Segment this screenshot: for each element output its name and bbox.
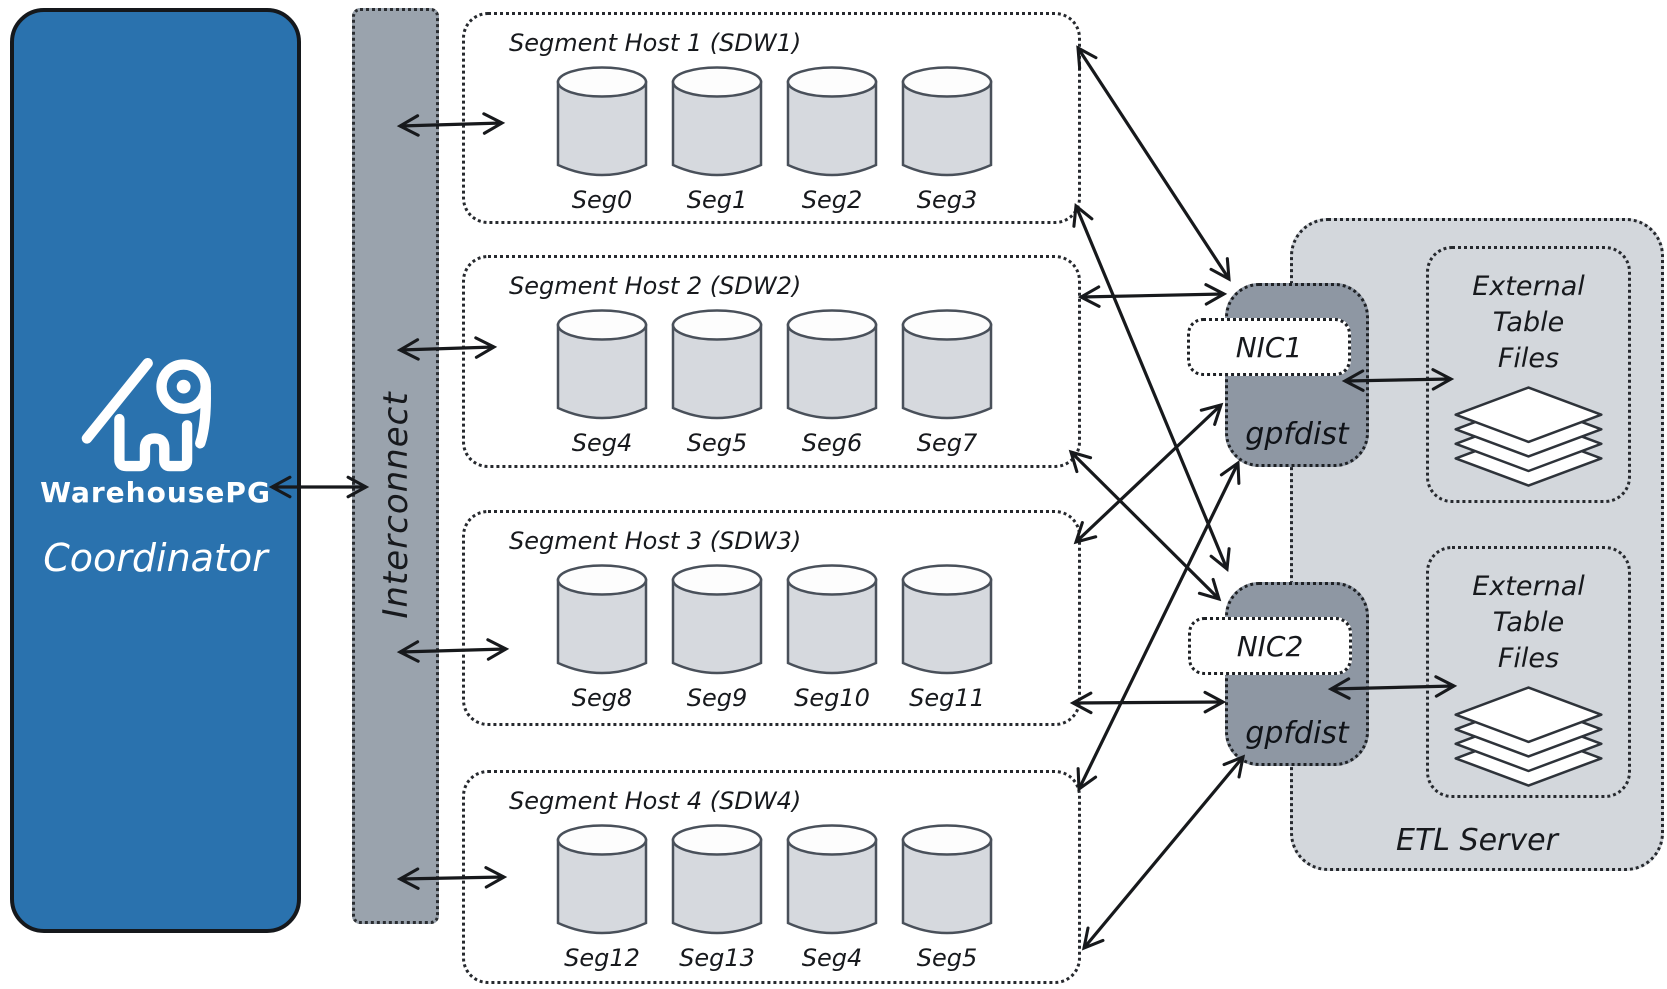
arrow-sdw1-nic2	[1072, 203, 1231, 572]
database-cylinder-icon	[786, 564, 878, 675]
segment-host-3: Segment Host 3 (SDW3) Seg8 Seg9 Seg10 Seg11	[462, 510, 1081, 726]
segment-label: Seg3	[916, 186, 978, 214]
interconnect-label: Interconnect	[375, 391, 416, 619]
segment-database: Seg11	[898, 561, 996, 712]
segment-label: Seg12	[564, 944, 640, 972]
coordinator-label: Coordinator	[43, 536, 268, 580]
segment-row: Seg0 Seg1 Seg2 Seg3	[553, 63, 996, 214]
elephant-eye-dot	[176, 379, 191, 394]
file-stack-icon	[1454, 686, 1603, 787]
segment-host-2: Segment Host 2 (SDW2) Seg4 Seg5 Seg6 Seg7	[462, 255, 1081, 468]
segment-label: Seg0	[571, 186, 633, 214]
external-files-title-line: Files	[1497, 643, 1560, 674]
segment-host-4: Segment Host 4 (SDW4) Seg12 Seg13 Seg4 Seg5	[462, 770, 1081, 984]
segment-label: Seg9	[686, 684, 748, 712]
coordinator-node: WarehousePG Coordinator	[10, 8, 301, 933]
segment-label: Seg5	[686, 429, 748, 457]
warehousepg-logo-icon	[81, 357, 211, 472]
file-stack-icon	[1454, 386, 1603, 487]
segment-row: Seg12 Seg13 Seg4 Seg5	[553, 821, 996, 972]
segment-database: Seg4	[783, 821, 881, 972]
segment-database: Seg5	[668, 306, 766, 457]
database-cylinder-icon	[556, 309, 648, 420]
external-files-title-line: Table	[1492, 607, 1565, 638]
segment-database: Seg9	[668, 561, 766, 712]
database-cylinder-icon	[901, 564, 993, 675]
nic1-label: NIC1	[1235, 330, 1303, 364]
segment-database: Seg7	[898, 306, 996, 457]
database-cylinder-icon	[786, 309, 878, 420]
segment-label: Seg4	[571, 429, 633, 457]
etl-server-label: ETL Server	[1396, 823, 1558, 858]
segment-label: Seg2	[801, 186, 863, 214]
segment-label: Seg11	[909, 684, 985, 712]
arrow-sdw3-nic1	[1073, 402, 1224, 545]
nic2-label: NIC2	[1236, 629, 1304, 663]
segment-database: Seg1	[668, 63, 766, 214]
segment-label: Seg6	[801, 429, 863, 457]
database-cylinder-icon	[556, 564, 648, 675]
arrow-sdw4-nic2	[1081, 754, 1246, 951]
segment-database: Seg6	[783, 306, 881, 457]
external-files-title-line: External	[1472, 271, 1585, 302]
segment-row: Seg8 Seg9 Seg10 Seg11	[553, 561, 996, 712]
segment-host-1: Segment Host 1 (SDW1) Seg0 Seg1 Seg2 Seg3	[462, 12, 1081, 224]
segment-database: Seg8	[553, 561, 651, 712]
segment-host-title: Segment Host 3 (SDW3)	[509, 527, 802, 555]
segment-label: Seg5	[916, 944, 978, 972]
segment-database: Seg4	[553, 306, 651, 457]
arrow-sdw2-nic1	[1077, 283, 1228, 308]
database-cylinder-icon	[671, 309, 763, 420]
segment-label: Seg10	[794, 684, 870, 712]
gpfdist-label: gpfdist	[1245, 716, 1349, 751]
arrow-sdw3-nic2	[1069, 690, 1227, 715]
brand-name: WarehousePG	[40, 476, 271, 509]
segment-host-title: Segment Host 1 (SDW1)	[509, 29, 802, 57]
database-cylinder-icon	[556, 824, 648, 935]
segment-database: Seg3	[898, 63, 996, 214]
database-cylinder-icon	[556, 66, 648, 177]
nic1-box: NIC1	[1187, 318, 1351, 376]
arrow-sdw1-nic1	[1076, 45, 1231, 282]
segment-database: Seg10	[783, 561, 881, 712]
segment-label: Seg7	[916, 429, 978, 457]
segment-database: Seg12	[553, 821, 651, 972]
segment-database: Seg5	[898, 821, 996, 972]
external-files-title-line: External	[1472, 571, 1585, 602]
segment-database: Seg0	[553, 63, 651, 214]
database-cylinder-icon	[786, 824, 878, 935]
segment-host-title: Segment Host 2 (SDW2)	[509, 272, 802, 300]
database-cylinder-icon	[671, 824, 763, 935]
database-cylinder-icon	[901, 824, 993, 935]
database-cylinder-icon	[671, 564, 763, 675]
external-files-title-line: Files	[1497, 343, 1560, 374]
segment-label: Seg1	[686, 186, 748, 214]
database-cylinder-icon	[901, 309, 993, 420]
segment-database: Seg13	[668, 821, 766, 972]
segment-row: Seg4 Seg5 Seg6 Seg7	[553, 306, 996, 457]
arrow-sdw2-nic2	[1068, 449, 1222, 602]
segment-database: Seg2	[783, 63, 881, 214]
interconnect-bar: Interconnect	[352, 8, 439, 924]
external-table-files-2: External Table Files	[1426, 546, 1631, 798]
gpfdist-label: gpfdist	[1245, 417, 1349, 452]
segment-label: Seg4	[801, 944, 863, 972]
segment-label: Seg13	[679, 944, 755, 972]
segment-label: Seg8	[571, 684, 633, 712]
external-files-title-line: Table	[1492, 307, 1565, 338]
segment-host-title: Segment Host 4 (SDW4)	[509, 787, 802, 815]
database-cylinder-icon	[671, 66, 763, 177]
nic2-box: NIC2	[1188, 617, 1352, 675]
external-table-files-1: External Table Files	[1426, 246, 1631, 503]
database-cylinder-icon	[786, 66, 878, 177]
database-cylinder-icon	[901, 66, 993, 177]
